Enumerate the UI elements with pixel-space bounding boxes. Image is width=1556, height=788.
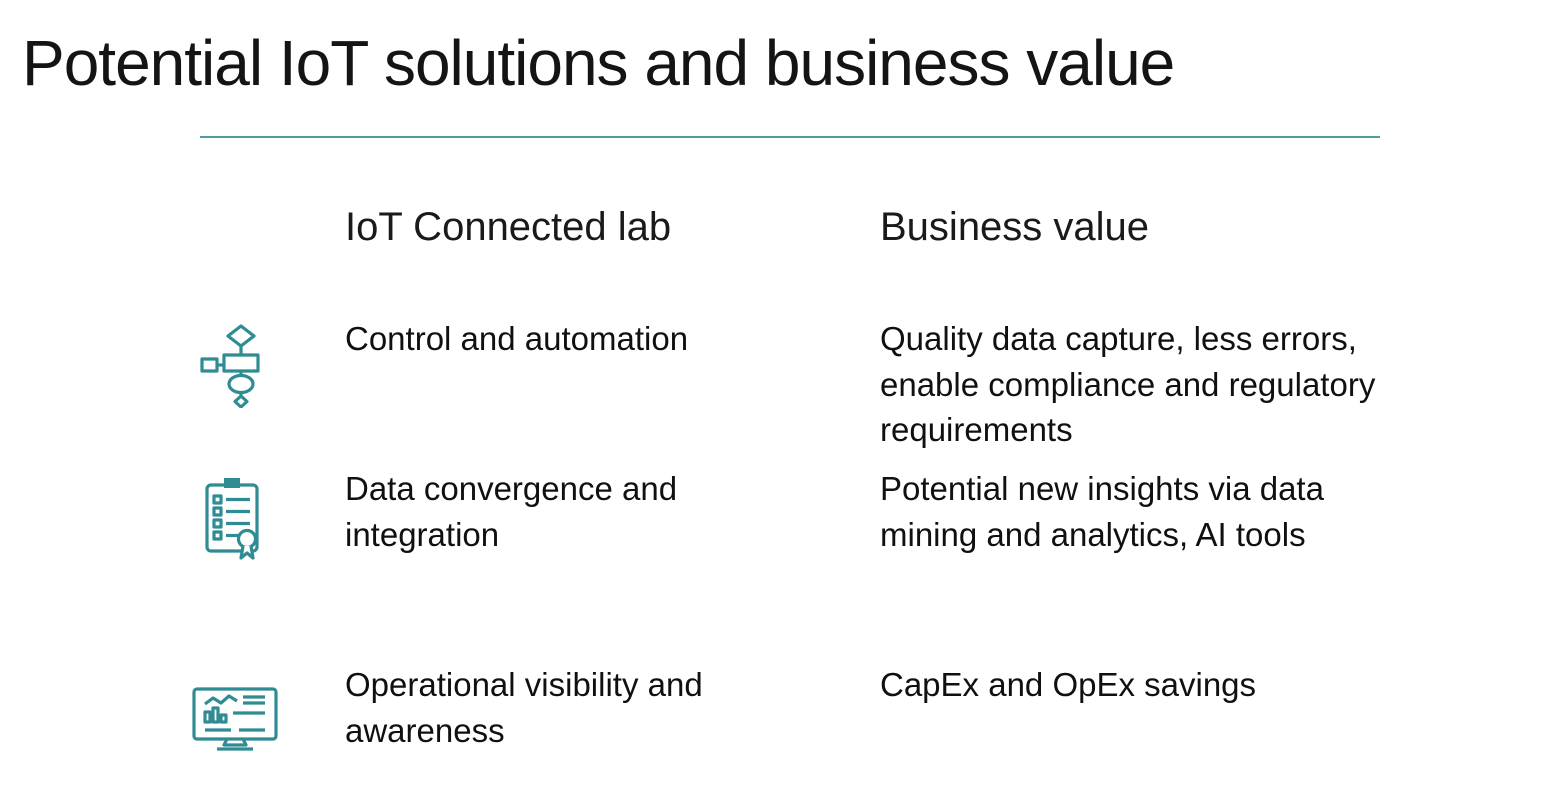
column-header-business-value: Business value [880, 205, 1150, 249]
column-header-iot-connected-lab: IoT Connected lab [345, 205, 672, 249]
solution-data-convergence: Data convergence and integration [345, 470, 678, 553]
value-new-insights: Potential new insights via data mining a… [880, 470, 1324, 553]
clipboard-checklist-icon [203, 476, 265, 560]
value-capex-opex-savings: CapEx and OpEx savings [880, 666, 1257, 703]
solution-operational-visibility: Operational visibility and awareness [345, 666, 703, 749]
dashboard-monitor-icon [191, 686, 279, 752]
title-divider [200, 136, 1380, 138]
flowchart-icon [199, 322, 269, 408]
slide-title: Potential IoT solutions and business val… [22, 27, 1175, 99]
value-quality-data-capture: Quality data capture, less errors, enabl… [880, 320, 1376, 449]
solution-control-and-automation: Control and automation [345, 320, 689, 357]
